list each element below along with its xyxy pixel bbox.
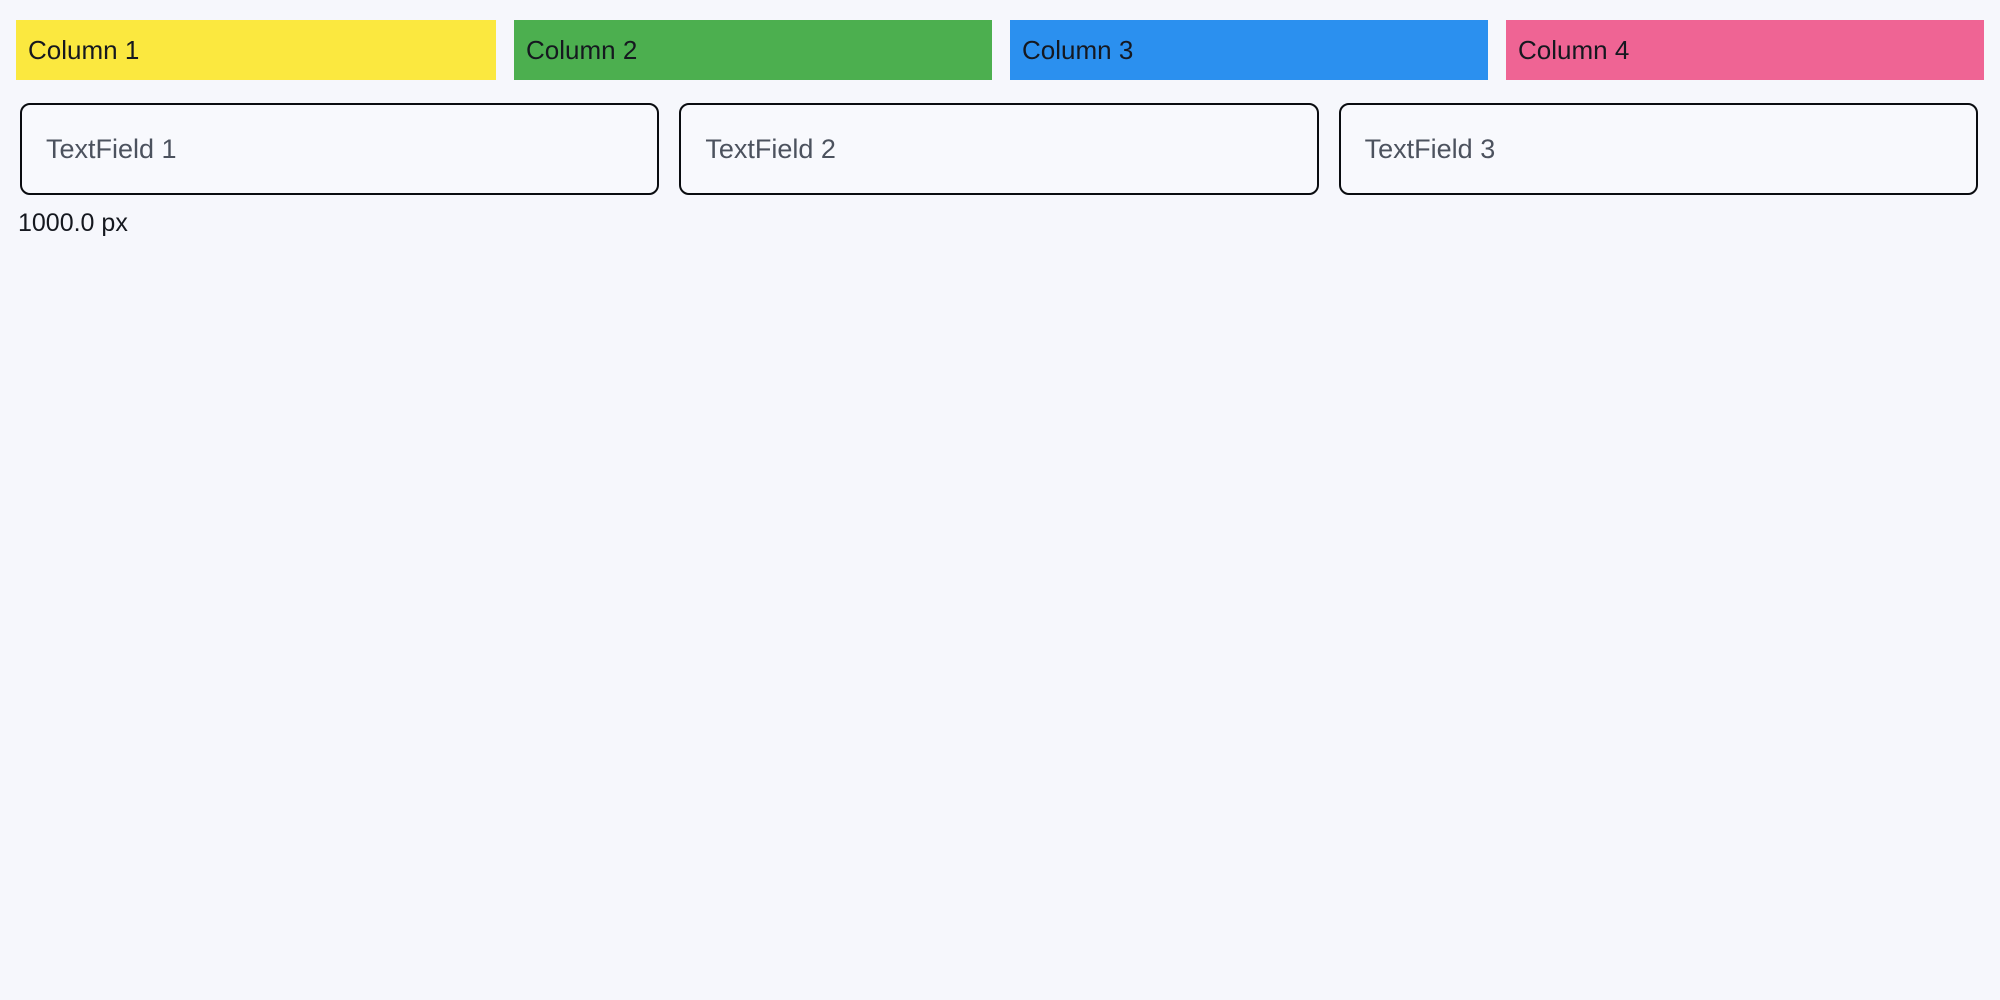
column-label-2: Column 2 xyxy=(526,35,638,65)
column-label-4: Column 4 xyxy=(1518,35,1630,65)
textfield-1-placeholder: TextField 1 xyxy=(46,134,177,164)
columns-row: Column 1 Column 2 Column 3 Column 4 xyxy=(16,20,1984,80)
column-block-2[interactable]: Column 2 xyxy=(514,20,992,80)
column-label-3: Column 3 xyxy=(1022,35,1134,65)
textfield-2[interactable]: TextField 2 xyxy=(679,103,1319,195)
canvas-area xyxy=(0,250,2000,1000)
column-block-4[interactable]: Column 4 xyxy=(1506,20,1984,80)
textfield-1[interactable]: TextField 1 xyxy=(20,103,660,195)
column-label-1: Column 1 xyxy=(28,35,140,65)
textfield-3-placeholder: TextField 3 xyxy=(1364,134,1496,164)
textfield-2-placeholder: TextField 2 xyxy=(705,134,836,164)
column-block-1[interactable]: Column 1 xyxy=(16,20,496,80)
column-block-3[interactable]: Column 3 xyxy=(1010,20,1488,80)
textfield-3[interactable]: TextField 3 xyxy=(1338,103,1978,195)
textfields-row: TextField 1 TextField 2 TextField 3 xyxy=(20,103,1978,195)
measurement-readout: 1000.0 px xyxy=(18,209,128,237)
